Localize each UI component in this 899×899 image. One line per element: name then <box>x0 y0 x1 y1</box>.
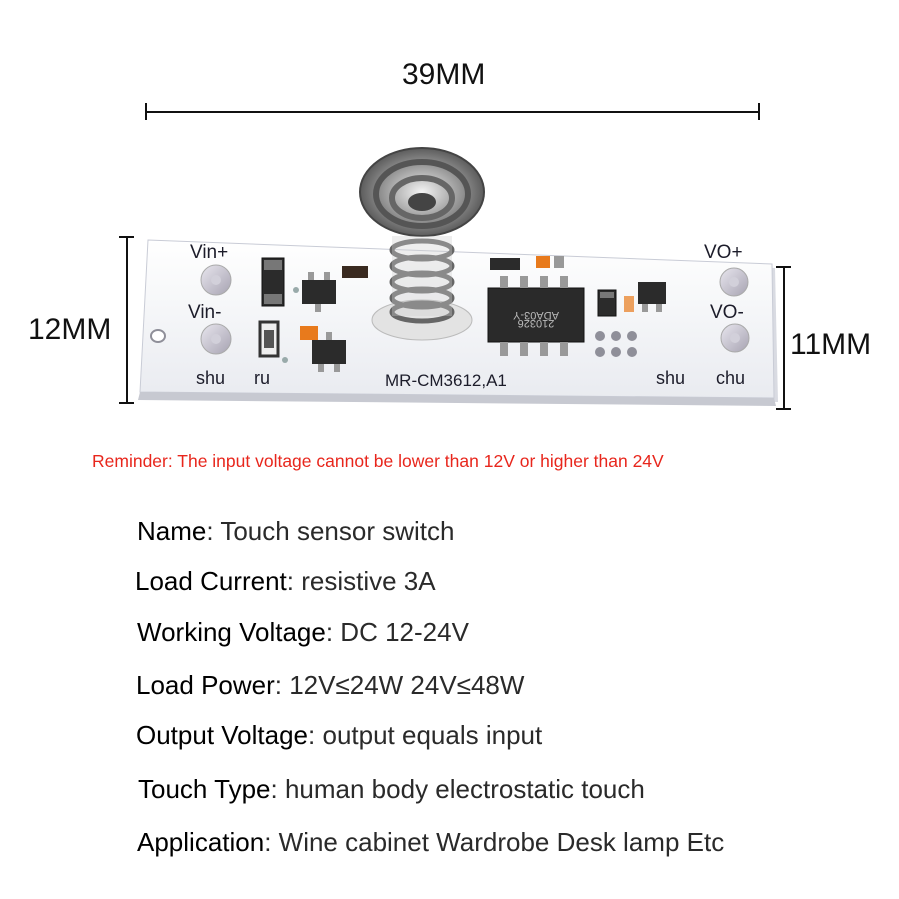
right-height-tick-top <box>776 266 791 268</box>
spec-output-voltage: Output Voltage: output equals input <box>136 720 542 751</box>
left-height-tick-top <box>119 236 134 238</box>
left-height-dimension-label: 12MM <box>28 313 112 346</box>
spec-key: Load Current <box>135 566 287 596</box>
spec-key: Working Voltage <box>137 617 326 647</box>
label-vo-plus: VO+ <box>704 242 743 263</box>
right-height-dimension-line <box>783 266 785 410</box>
spec-value: : DC 12-24V <box>325 617 469 647</box>
chip-marking-1: ADA03-Y <box>512 309 559 321</box>
spec-load-power: Load Power: 12V≤24W 24V≤48W <box>136 670 524 701</box>
spec-working-voltage: Working Voltage: DC 12-24V <box>137 617 469 648</box>
spec-value: : resistive 3A <box>286 566 436 596</box>
left-height-tick-bottom <box>119 402 134 404</box>
label-vo-minus: VO- <box>710 302 744 323</box>
spec-value: : Touch sensor switch <box>206 516 455 546</box>
spec-value: : Wine cabinet Wardrobe Desk lamp Etc <box>264 827 725 857</box>
chip-marking-2: 210326 <box>518 317 555 329</box>
spec-value: : human body electrostatic touch <box>270 774 645 804</box>
label-shu-right: shu <box>656 368 685 388</box>
input-pads <box>200 264 232 355</box>
right-height-dimension-label: 11MM <box>790 328 872 361</box>
spec-value: : 12V≤24W 24V≤48W <box>274 670 525 700</box>
right-height-tick-bottom <box>776 408 791 410</box>
left-components <box>258 257 368 372</box>
label-ru: ru <box>254 368 270 388</box>
board-model-label: MR-CM3612,A1 <box>385 371 507 390</box>
spec-key: Name <box>137 516 207 546</box>
main-chip: ADA03-Y 210326 <box>487 276 585 356</box>
spec-value: : output equals input <box>308 720 543 750</box>
width-dimension-line <box>146 111 760 113</box>
output-pads <box>719 267 750 353</box>
voltage-reminder: Reminder: The input voltage cannot be lo… <box>92 451 664 471</box>
spec-application: Application: Wine cabinet Wardrobe Desk … <box>137 827 724 858</box>
spec-touch-type: Touch Type: human body electrostatic tou… <box>138 774 645 805</box>
label-vin-minus: Vin- <box>188 302 221 323</box>
top-components <box>490 256 564 270</box>
spec-load-current: Load Current: resistive 3A <box>135 566 436 597</box>
spec-key: Touch Type <box>138 774 271 804</box>
mounting-hole <box>150 329 166 343</box>
right-components <box>595 282 666 357</box>
width-dimension-tick-left <box>145 103 147 120</box>
touch-spring <box>359 147 485 341</box>
left-height-dimension-line <box>126 236 128 404</box>
width-dimension-tick-right <box>758 103 760 120</box>
label-vin-plus: Vin+ <box>190 242 228 263</box>
spec-name: Name: Touch sensor switch <box>137 516 454 547</box>
label-shu-left: shu <box>196 368 225 388</box>
pcb-board-image: ADA03-Y 210326 Vin+ Vin- shu ru MR-CM361… <box>138 147 778 406</box>
spec-key: Output Voltage <box>136 720 309 750</box>
spec-key: Application <box>137 827 265 857</box>
spec-key: Load Power <box>136 670 275 700</box>
label-chu: chu <box>716 368 745 388</box>
width-dimension-label: 39MM <box>402 58 486 91</box>
